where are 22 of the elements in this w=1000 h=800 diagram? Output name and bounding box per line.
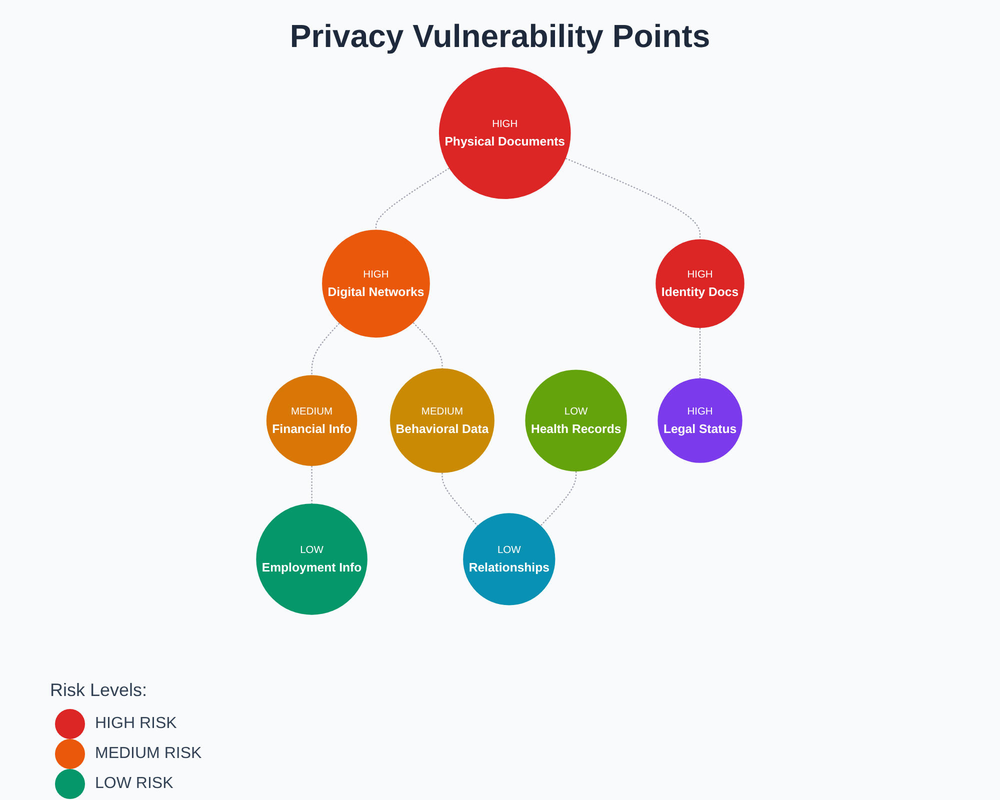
connector [310,322,340,376]
connector [441,472,478,526]
connector [699,328,700,378]
node-circle: LOW Relationships [462,513,555,606]
node-circle: HIGH Physical Documents [438,67,571,199]
node-circle: HIGH Legal Status [657,378,742,463]
node-circle: HIGH Identity Docs [655,239,744,328]
diagram-title: Privacy Vulnerability Points [288,18,712,55]
legend-text: HIGH RISK [95,715,177,733]
connector [565,158,700,240]
node-circle: MEDIUM Financial Info [266,375,357,466]
legend-text: LOW RISK [95,775,174,793]
connector [540,471,576,526]
connector [412,322,443,368]
legend-text: MEDIUM RISK [95,745,202,763]
connector [310,466,312,504]
node-circle: MEDIUM Behavioral Data [390,368,494,473]
node-circle: HIGH Digital Networks [322,230,430,338]
connector [375,168,450,230]
legend-heading: Risk Levels: [50,680,148,701]
node-circle: LOW Employment Info [256,504,368,615]
node-circle: LOW Health Records [524,370,627,472]
